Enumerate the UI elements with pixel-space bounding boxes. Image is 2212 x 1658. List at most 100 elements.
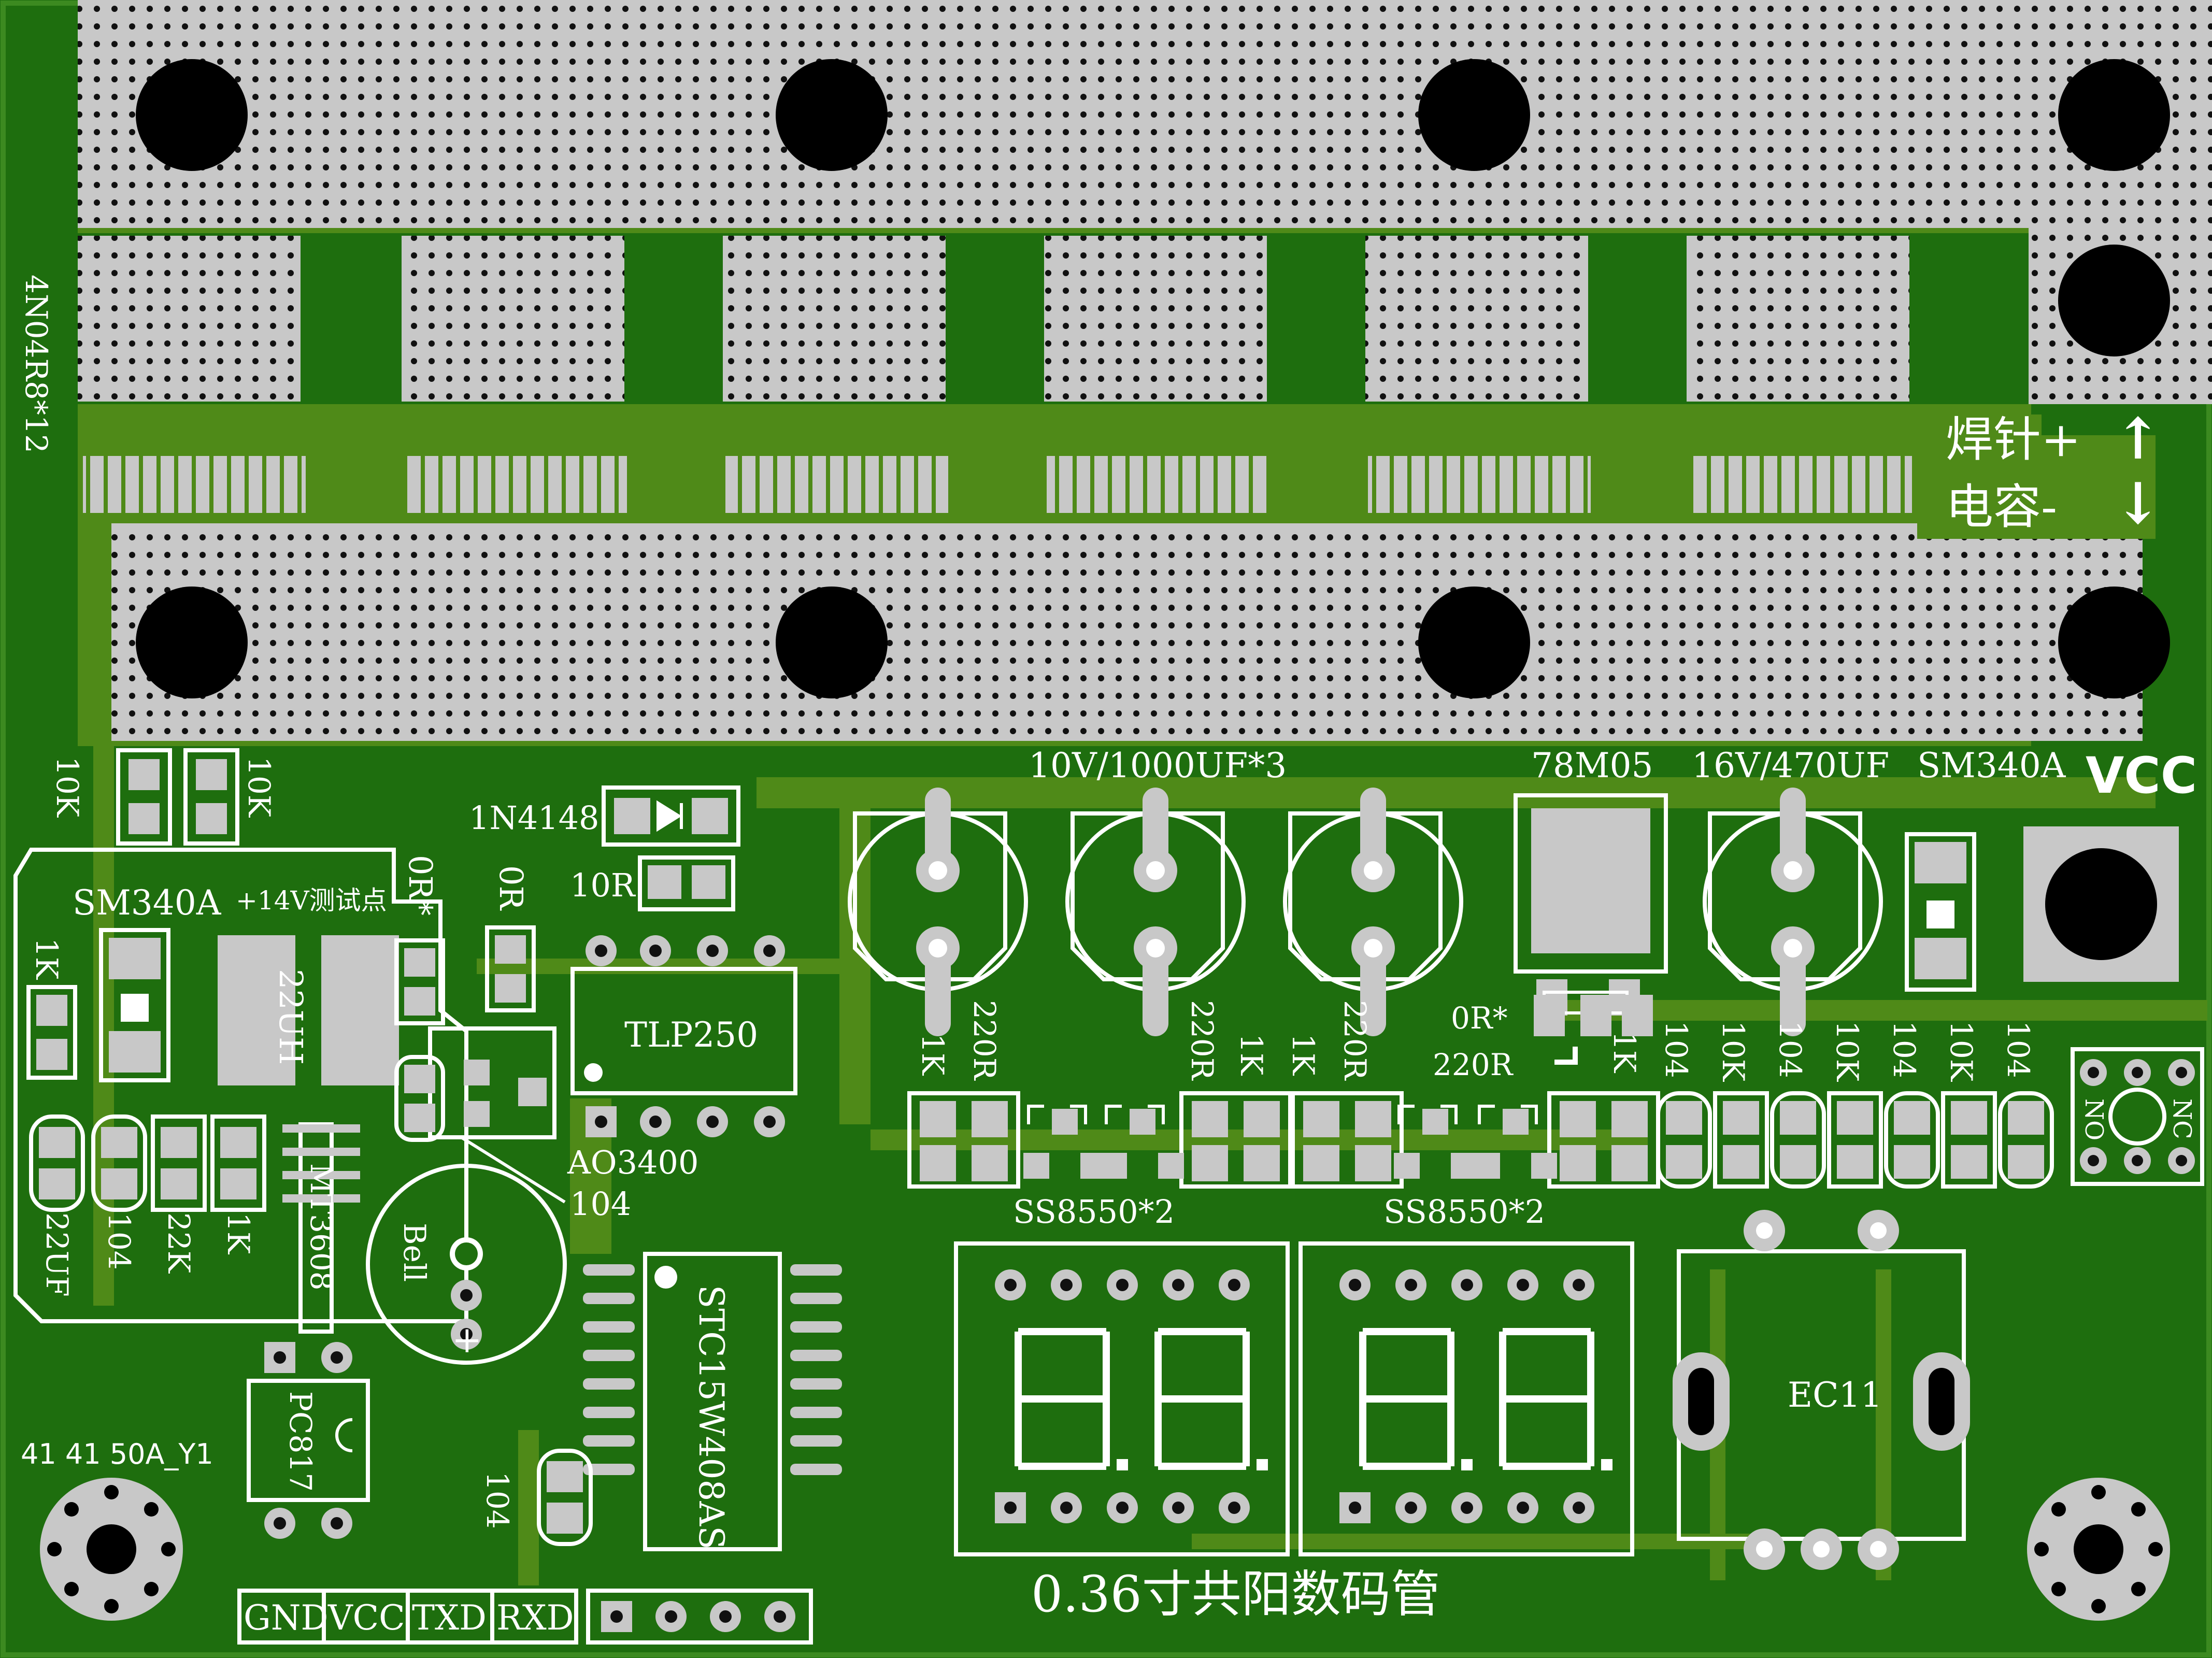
pc817-label: PC817 — [283, 1391, 318, 1492]
optocoupler-label: TLP250 — [624, 1015, 758, 1055]
mosfet-ao3400 — [394, 1026, 556, 1142]
r-10k-right-label: 10K — [241, 756, 277, 818]
transistors-ss8550 — [1023, 1109, 1557, 1179]
display-decimal-point — [1601, 1459, 1612, 1470]
header-label-rxd: RXD — [496, 1598, 574, 1638]
display-decimal-point — [1117, 1459, 1128, 1470]
right-label-6: 104 — [2001, 1021, 2036, 1078]
display-pin-hole — [1116, 1502, 1129, 1514]
mount-hole-left — [40, 1478, 183, 1621]
pointer-line — [460, 1136, 566, 1204]
r-1k-left-label: 1K — [29, 938, 64, 980]
display-caption: 0.36寸共阳数码管 — [1031, 1565, 1440, 1623]
mid-r-0r-star-label: 0R* — [1451, 1000, 1508, 1036]
display-pin-hole — [1461, 1279, 1473, 1291]
regulator-label: 78M05 — [1531, 746, 1653, 785]
display-pin-hole — [1060, 1279, 1073, 1291]
cap-104-lower-label: 104 — [480, 1471, 515, 1529]
display-pin-hole — [1172, 1279, 1185, 1291]
display-pin-hole — [1060, 1502, 1073, 1514]
r-10r-label: 10R — [570, 866, 636, 904]
mcu-label: STC15W408AS — [691, 1285, 731, 1549]
mid-r-220r-3-label: 220R — [1337, 1000, 1373, 1081]
r-0r-label: 0R — [492, 865, 530, 911]
right-label-0: 104 — [1659, 1021, 1694, 1078]
weld-labels: 焊针+ ↑ 电容- ↓ — [1946, 405, 2162, 537]
transistor-outlines — [1027, 1105, 1538, 1124]
down-arrow-icon: ↓ — [2114, 470, 2162, 537]
right-vertical-labels: 104 10K 104 10K 104 10K 104 — [1659, 1021, 2036, 1082]
diode-sm340a-right — [1905, 832, 1976, 992]
bell-plus-label: + — [452, 1319, 482, 1361]
board-vertical-mark: 4N04R8*12 — [19, 275, 54, 453]
cap-small-label: 16V/470UF — [1692, 746, 1889, 785]
mid-r-1k-3-label: 1K — [1286, 1034, 1321, 1076]
vcc-label: VCC — [2086, 747, 2197, 805]
transistors-1-label: SS8550*2 — [1013, 1193, 1175, 1231]
right-label-1: 10K — [1716, 1021, 1751, 1082]
pc817 — [247, 1342, 370, 1539]
r-1k-b-label: 1K — [221, 1212, 256, 1255]
r-22k-label: 22K — [161, 1212, 196, 1274]
encoder-ec11 — [1673, 1210, 1970, 1570]
display-pin-hole — [1349, 1279, 1361, 1291]
mid-r-1k-4-label: 1K — [1607, 1031, 1642, 1074]
encoder-label: EC11 — [1788, 1375, 1882, 1415]
battery-holes — [136, 59, 2170, 698]
display-pin-hole — [1228, 1502, 1240, 1514]
right-label-5: 10K — [1944, 1021, 1979, 1082]
resistor-1k-left — [26, 985, 77, 1080]
uart-pins — [586, 1589, 813, 1645]
c-22uf-label: 22UF — [39, 1212, 75, 1297]
mid-r-1k-2-label: 1K — [1234, 1034, 1269, 1076]
cap-104-lower — [537, 1449, 593, 1546]
display-digits — [1015, 1328, 1612, 1470]
right-label-4: 104 — [1887, 1021, 1922, 1078]
mid-r-220r-1-label: 220R — [967, 1000, 1002, 1081]
mid-r-220r-4-label: 220R — [1433, 1047, 1514, 1082]
right-label-3: 10K — [1830, 1021, 1865, 1082]
inductor-pad-b — [321, 935, 399, 1085]
display-pin-hole — [1349, 1502, 1361, 1514]
display-decimal-point — [1257, 1459, 1268, 1470]
relay-no-label: NO — [2079, 1098, 2108, 1140]
diode-1n4148-label: 1N4148 — [469, 799, 599, 837]
header-label-gnd: GND — [244, 1598, 328, 1638]
display-pins — [995, 1269, 1594, 1523]
mount-hole-right — [2027, 1478, 2170, 1621]
display-pin-hole — [1172, 1502, 1185, 1514]
seven-seg-display-2 — [1298, 1241, 1634, 1556]
buzzer-bell — [366, 1164, 567, 1365]
inductor-label: 22UH — [272, 969, 310, 1065]
optocoupler-tlp250 — [570, 935, 797, 1137]
board-model-id: 41 41 50A_Y1 — [21, 1438, 213, 1470]
mid-0r-pads — [1534, 995, 1653, 1065]
relay-nc-label: NC — [2167, 1098, 2196, 1139]
resistor-0r — [485, 925, 536, 1012]
smd-row-lower-left — [29, 1114, 266, 1212]
header-label-vcc: VCC — [327, 1598, 405, 1638]
c-104-a-label: 104 — [102, 1212, 137, 1270]
cap-104-mid-label: 104 — [570, 1185, 631, 1223]
display-pin-hole — [1405, 1279, 1417, 1291]
bottom-busbar — [111, 435, 2156, 741]
relay-header — [2071, 1047, 2204, 1186]
seven-seg-display-1 — [954, 1241, 1290, 1556]
transistors-2-label: SS8550*2 — [1383, 1193, 1545, 1231]
display-pin-hole — [1405, 1502, 1417, 1514]
up-arrow-icon: ↑ — [2114, 405, 2162, 472]
resistor-10r — [638, 855, 735, 911]
r-10k-left-label: 10K — [50, 756, 85, 818]
right-label-2: 104 — [1773, 1021, 1808, 1078]
display-pin-hole — [1004, 1279, 1017, 1291]
diode-sm340a-left — [99, 928, 170, 1082]
boost-ic-label: MT3608 — [304, 1163, 339, 1291]
boost-module-outline — [13, 848, 468, 1323]
header-label-txd: TXD — [412, 1598, 487, 1638]
cap-pads — [916, 788, 1815, 1036]
display-pin-hole — [1228, 1279, 1240, 1291]
display-pin-hole — [1116, 1279, 1129, 1291]
mcu-stc15w408as — [583, 1252, 842, 1551]
display-decimal-point — [1461, 1459, 1473, 1470]
